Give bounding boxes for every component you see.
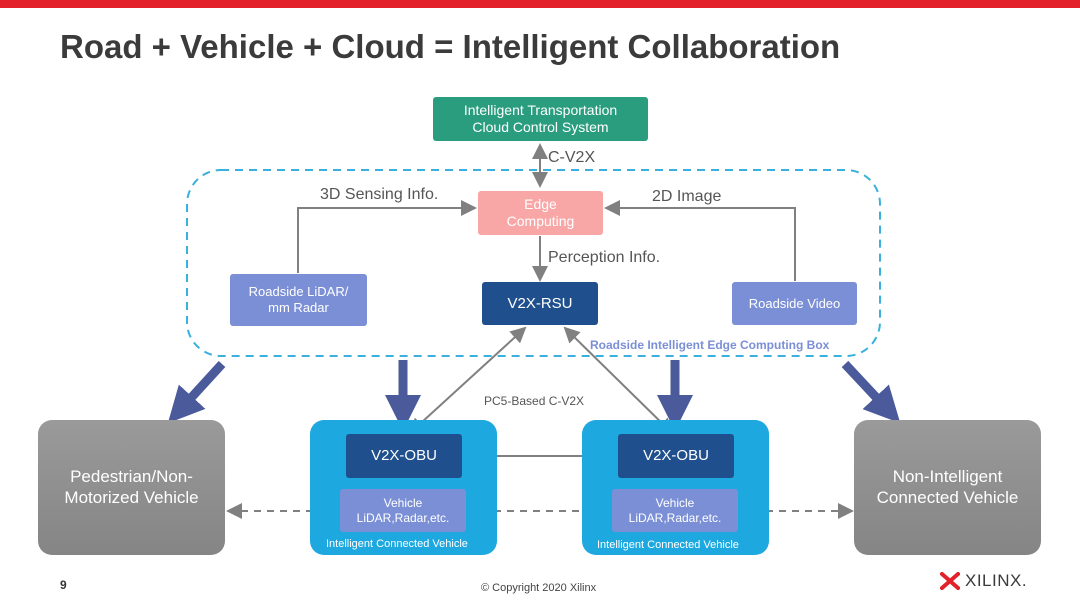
page-number: 9	[60, 578, 67, 592]
obu-right-node: V2X-OBU	[618, 434, 734, 478]
icv-right-label: Intelligent Connected Vehicle	[597, 539, 739, 551]
edge-box-label: Roadside Intelligent Edge Computing Box	[590, 338, 830, 352]
xilinx-x-icon	[940, 572, 960, 590]
perception-label: Perception Info.	[548, 249, 661, 266]
image-link	[604, 200, 796, 281]
pc5-label: PC5-Based C-V2X	[484, 394, 585, 408]
broadcast-arrow-pedestrian	[167, 360, 226, 424]
xilinx-logo: XILINX.	[940, 570, 1027, 592]
roadside-video-node: Roadside Video	[732, 282, 857, 325]
image-label: 2D Image	[652, 188, 722, 205]
non-intelligent-vehicle-node: Non-Intelligent Connected Vehicle	[854, 420, 1041, 555]
xilinx-wordmark: XILINX.	[965, 571, 1028, 590]
sensing-label: 3D Sensing Info.	[320, 186, 439, 203]
brand-top-bar	[0, 0, 1080, 8]
roadside-lidar-node: Roadside LiDAR/ mm Radar	[230, 274, 367, 326]
vehicle-sensor-left-node: Vehicle LiDAR,Radar,etc.	[340, 489, 466, 532]
cloud-control-system-node: Intelligent Transportation Cloud Control…	[433, 97, 648, 141]
copyright-text: © Copyright 2020 Xilinx	[481, 582, 597, 594]
rsu-obu-left-link	[408, 326, 527, 435]
sensing-link	[297, 200, 477, 273]
rsu-obu-right-link	[563, 326, 674, 435]
page-title: Road + Vehicle + Cloud = Intelligent Col…	[60, 28, 841, 65]
v2x-rsu-node: V2X-RSU	[482, 282, 598, 325]
edge-computing-node: Edge Computing	[478, 191, 603, 235]
broadcast-arrow-non-intelligent	[841, 360, 901, 424]
cv2x-label: C-V2X	[548, 149, 596, 166]
obu-left-node: V2X-OBU	[346, 434, 462, 478]
vehicle-sensor-right-node: Vehicle LiDAR,Radar,etc.	[612, 489, 738, 532]
icv-left-label: Intelligent Connected Vehicle	[326, 538, 468, 550]
pedestrian-vehicle-node: Pedestrian/Non- Motorized Vehicle	[38, 420, 225, 555]
